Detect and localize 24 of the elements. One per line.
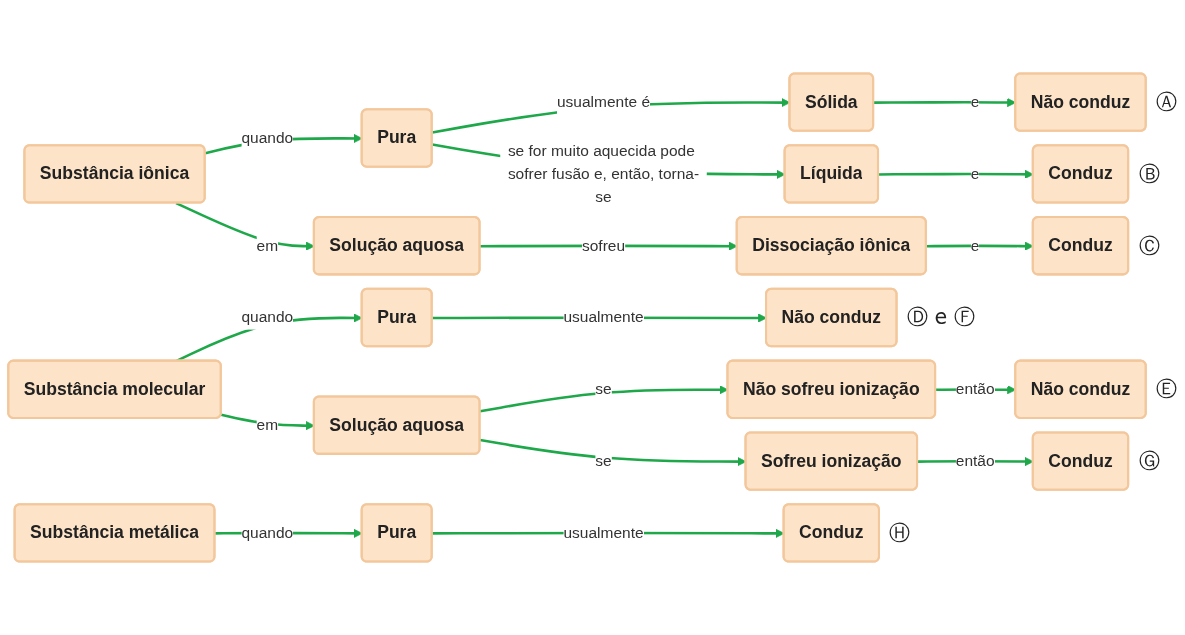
edge-label: em bbox=[256, 236, 279, 254]
edge-label: usualmente bbox=[563, 523, 644, 541]
edge-label: quando bbox=[241, 523, 294, 541]
edge-label: sofreu bbox=[581, 236, 626, 254]
callout-letter: Ⓐ bbox=[1156, 90, 1178, 115]
edge-label: usualmente bbox=[563, 307, 644, 326]
edge-label: quando bbox=[241, 128, 294, 147]
edge-label: então bbox=[955, 379, 995, 398]
callout-letter: Ⓔ bbox=[1156, 377, 1178, 402]
edge-label: e bbox=[970, 236, 980, 254]
edge-label: se bbox=[595, 379, 612, 398]
callout-letter: Ⓑ bbox=[1138, 161, 1160, 186]
edge-label: usualmente é bbox=[556, 92, 651, 111]
edge-label: e bbox=[970, 92, 980, 111]
edge-label: em bbox=[256, 415, 279, 434]
edge-label: se for muito aquecida pode sofrer fusão e, então, torna-se bbox=[507, 141, 700, 206]
edge-label: quando bbox=[241, 307, 294, 326]
callout-letter: Ⓒ bbox=[1138, 233, 1160, 258]
callout-letter: Ⓗ bbox=[889, 520, 911, 545]
callout-letter: Ⓓ e Ⓕ bbox=[906, 305, 975, 330]
edge-label: se bbox=[595, 451, 612, 470]
edge-label: então bbox=[955, 451, 995, 470]
edge-label: e bbox=[970, 164, 980, 182]
callout-letter: Ⓖ bbox=[1138, 449, 1160, 474]
